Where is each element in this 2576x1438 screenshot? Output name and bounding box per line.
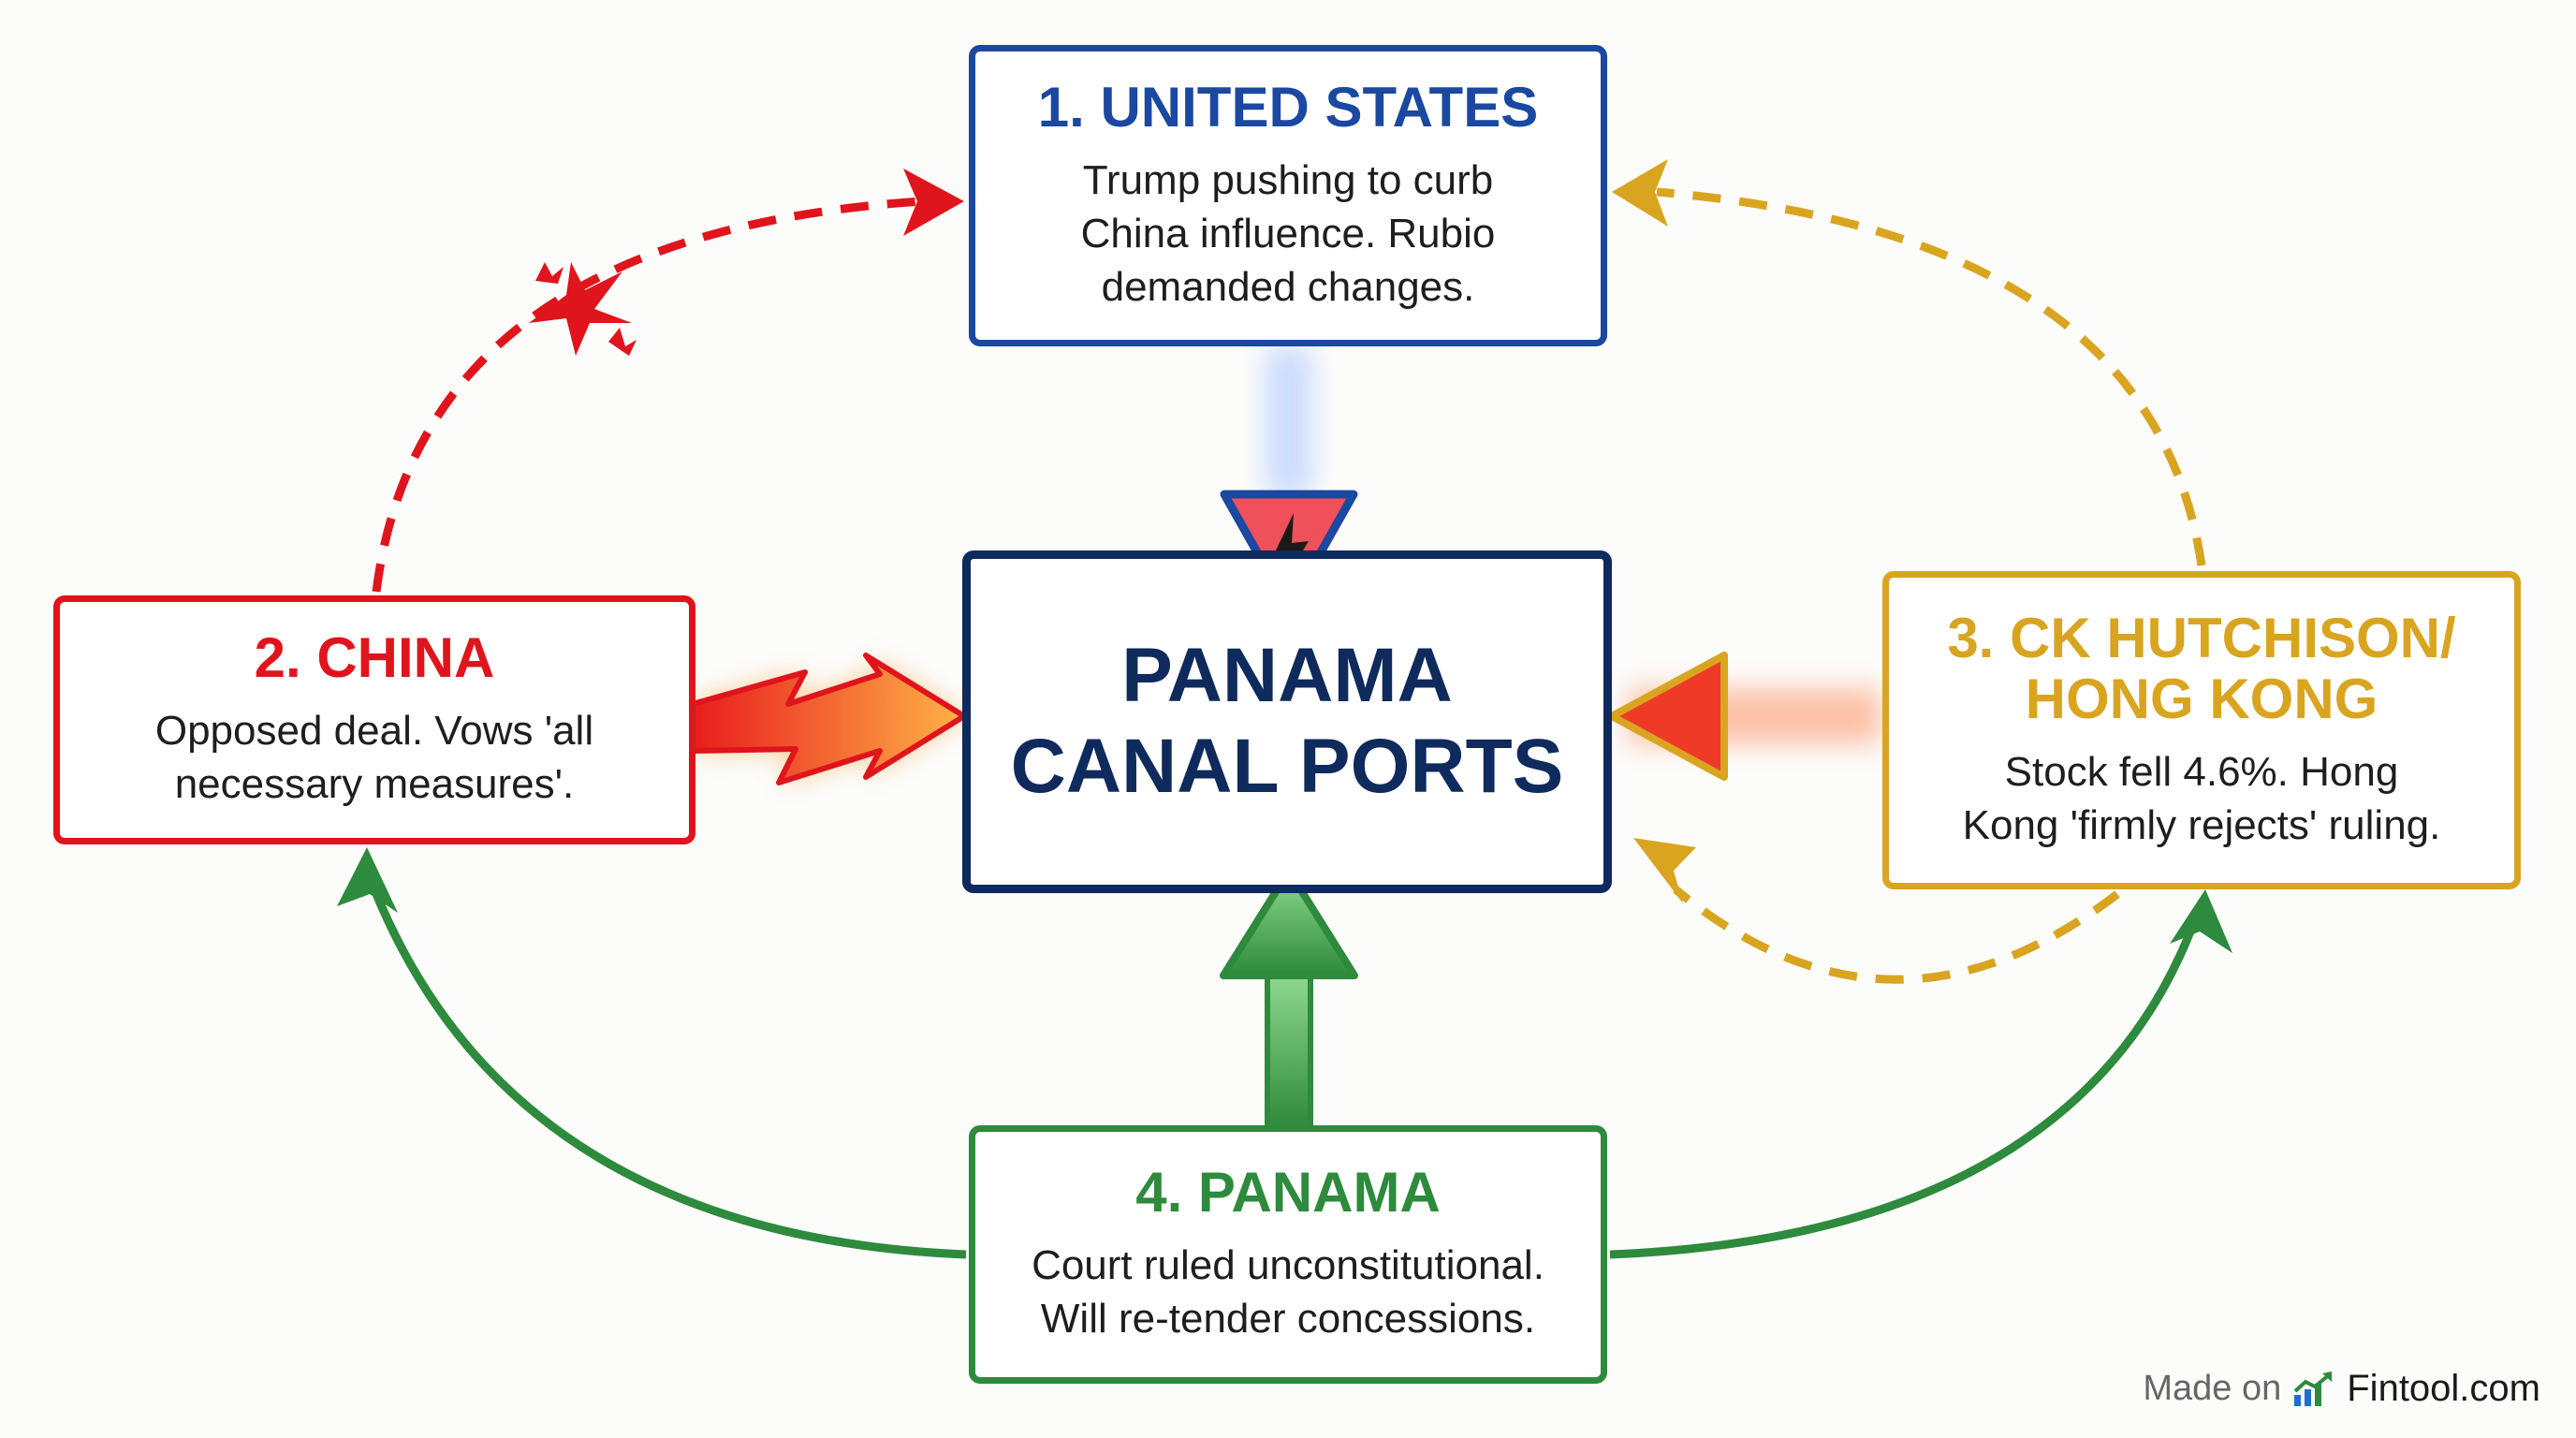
- node-ck-body: Stock fell 4.6%. Hong Kong 'firmly rejec…: [1963, 745, 2441, 852]
- panama-to-center-arrow: [1220, 867, 1358, 1131]
- node-ck-body-line: Kong 'firmly rejects' ruling.: [1962, 801, 2441, 848]
- node-us-body-line: Trump pushing to curb: [1082, 156, 1494, 203]
- ck-to-us-arrow: [1656, 187, 2206, 566]
- node-china-body-line: Opposed deal. Vows 'all: [154, 708, 594, 755]
- ck-to-us-arrowhead: [1612, 159, 1668, 227]
- center-title-line: CANAL PORTS: [1010, 724, 1564, 809]
- watermark[interactable]: Made on Fintool.com: [2143, 1368, 2540, 1410]
- panama-to-ck-arrow: [1609, 930, 2195, 1259]
- node-panama-body-line: Will re-tender concessions.: [1040, 1296, 1536, 1343]
- china-to-center-arrow: [690, 653, 967, 785]
- node-panama-title: 4. PANAMA: [1135, 1161, 1441, 1225]
- node-china-body-line: necessary measures'.: [174, 761, 575, 808]
- node-panama-body: Court ruled unconstitutional. Will re-te…: [1032, 1239, 1544, 1345]
- panama-to-ck-arrowhead: [2170, 889, 2232, 953]
- china-to-us-arrowhead: [903, 169, 964, 236]
- center-title-line: PANAMA: [1121, 633, 1453, 719]
- node-ck-title-line: HONG KONG: [2025, 667, 2378, 730]
- node-panama-canal-ports: PANAMA CANAL PORTS: [962, 550, 1612, 893]
- ck-to-center-lower-arrowhead: [1633, 838, 1696, 903]
- panama-to-china-arrowhead: [337, 847, 398, 913]
- node-us-title: 1. UNITED STATES: [1037, 75, 1539, 139]
- node-china: 2. CHINA Opposed deal. Vows 'all necessa…: [53, 595, 695, 844]
- node-ck-hutchison: 3. CK HUTCHISON/ HONG KONG Stock fell 4.…: [1882, 571, 2521, 889]
- conflict-icon: [529, 262, 637, 356]
- watermark-brand: Fintool.com: [2347, 1368, 2540, 1409]
- node-china-title: 2. CHINA: [254, 626, 495, 690]
- node-panama: 4. PANAMA Court ruled unconstitutional. …: [969, 1125, 1607, 1384]
- node-us-body-line: China influence. Rubio: [1080, 210, 1496, 257]
- node-china-body: Opposed deal. Vows 'all necessary measur…: [155, 704, 593, 811]
- node-us-body-line: demanded changes.: [1101, 263, 1475, 310]
- node-united-states: 1. UNITED STATES Trump pushing to curb C…: [969, 45, 1607, 346]
- panama-to-china-arrow: [370, 888, 967, 1259]
- node-us-body: Trump pushing to curb China influence. R…: [1081, 154, 1496, 315]
- node-panama-body-line: Court ruled unconstitutional.: [1032, 1242, 1544, 1289]
- china-to-us-arrow: [372, 197, 923, 593]
- ck-to-center-arrow: [1608, 652, 1881, 781]
- chart-up-icon: [2293, 1371, 2333, 1406]
- watermark-made-on: Made on: [2143, 1369, 2282, 1408]
- ck-to-center-lower-arrow: [1673, 886, 2120, 984]
- node-ck-title-line: 3. CK HUTCHISON/: [1947, 607, 2456, 670]
- node-ck-body-line: Stock fell 4.6%. Hong: [2004, 748, 2399, 795]
